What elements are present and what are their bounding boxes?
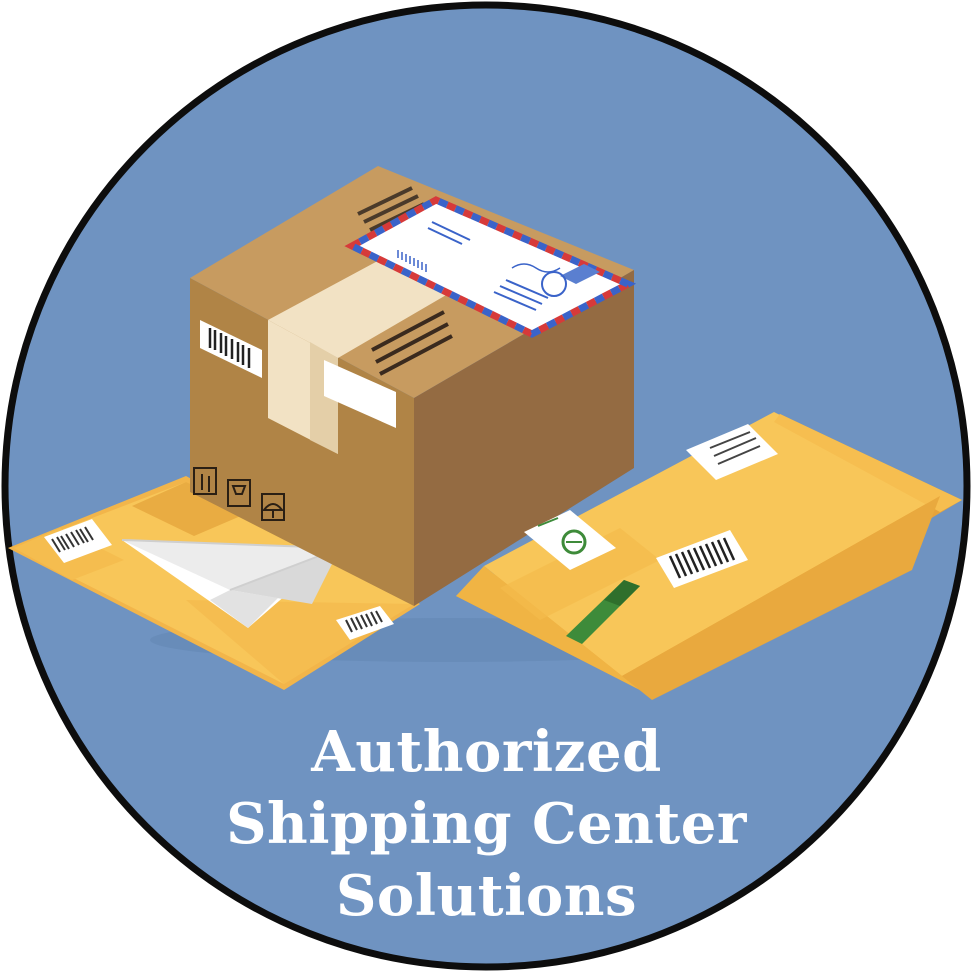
seal-label bbox=[524, 510, 616, 570]
cardboard-box bbox=[190, 166, 634, 606]
title-line-3: Solutions bbox=[335, 863, 637, 929]
barcode-label-envelope bbox=[656, 530, 748, 588]
title-line-2: Shipping Center bbox=[226, 791, 747, 857]
address-label bbox=[686, 424, 778, 480]
padded-envelope-right bbox=[456, 412, 962, 700]
handling-icons bbox=[193, 467, 285, 521]
barcode-label-box bbox=[200, 320, 262, 378]
barcode-label-left bbox=[44, 519, 112, 563]
airmail-envelope bbox=[344, 196, 637, 338]
postage-stamp-icon bbox=[511, 263, 600, 297]
paper-airplane-icon bbox=[121, 539, 341, 628]
blank-label bbox=[324, 360, 396, 428]
barcode-label-small bbox=[336, 606, 394, 640]
title-line-1: Authorized bbox=[311, 719, 662, 785]
